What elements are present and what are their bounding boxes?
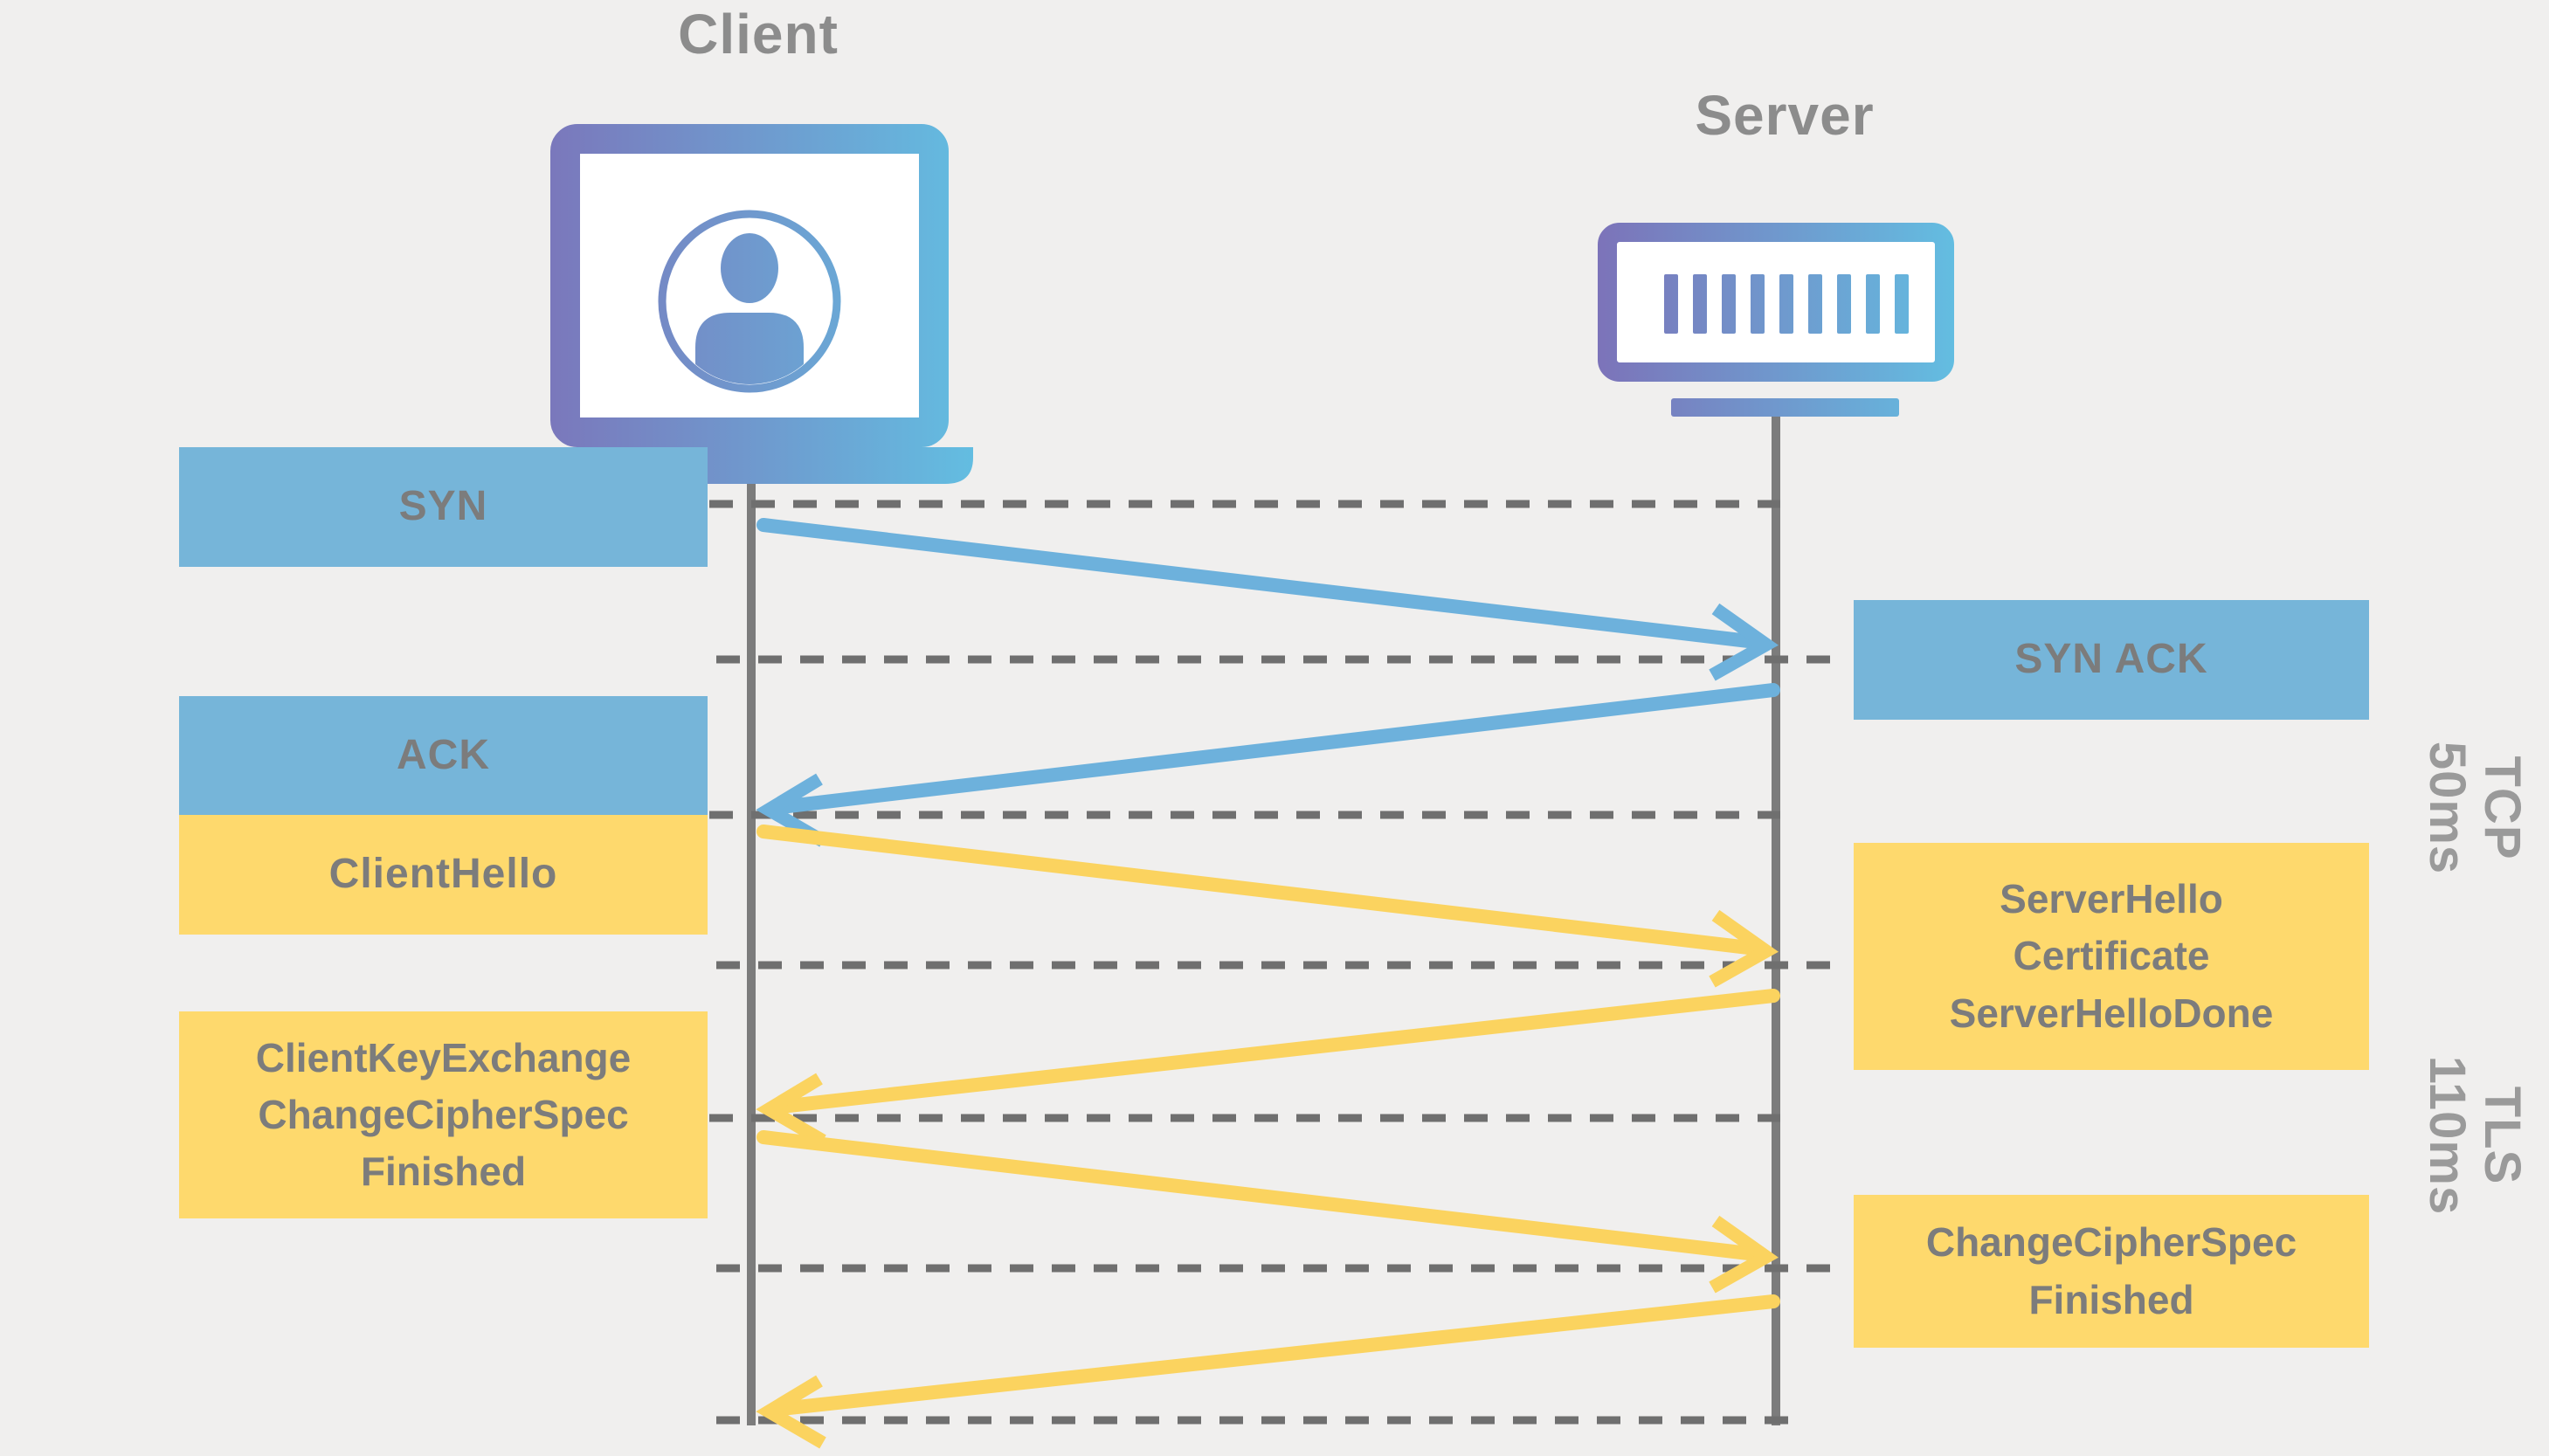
tcp-arrows bbox=[756, 518, 1780, 847]
clienthello-message-box: ClientHello bbox=[179, 815, 708, 935]
tls-arrows bbox=[756, 825, 1780, 1449]
arrow-serverhello-server-to-client bbox=[756, 989, 1780, 1147]
clienthello-label: ClientHello bbox=[328, 851, 558, 898]
tls-phase-label: TLS 110ms bbox=[2404, 1022, 2544, 1249]
changecipherspec-line: ChangeCipherSpec bbox=[1925, 1219, 2297, 1266]
clientkeyexchange-message-box: ClientKeyExchange ChangeCipherSpec Finis… bbox=[179, 1011, 708, 1218]
changecipherspec-line: ChangeCipherSpec bbox=[258, 1091, 629, 1137]
finished-line: Finished bbox=[360, 1149, 527, 1195]
tcp-duration-text: 50ms bbox=[2419, 741, 2476, 875]
user-avatar-icon bbox=[658, 210, 841, 393]
serverhello-line: ServerHello bbox=[2000, 876, 2223, 922]
synack-message-box: SYN ACK bbox=[1854, 600, 2369, 720]
clientkeyexchange-line: ClientKeyExchange bbox=[255, 1034, 632, 1080]
laptop-icon bbox=[522, 124, 973, 484]
timing-dashed-lines bbox=[709, 500, 1848, 1425]
server-icon bbox=[1598, 223, 1954, 417]
arrow-syn-client-to-server bbox=[756, 518, 1779, 681]
syn-message-box: SYN bbox=[179, 447, 708, 567]
arrow-finished-server-to-client bbox=[756, 1294, 1780, 1449]
tls-protocol-text: TLS bbox=[2473, 1086, 2531, 1185]
arrow-clienthello-client-to-server bbox=[756, 825, 1779, 988]
certificate-line: Certificate bbox=[2013, 933, 2210, 979]
syn-label: SYN bbox=[398, 483, 488, 530]
client-heading: Client bbox=[678, 3, 839, 66]
ack-label: ACK bbox=[397, 731, 490, 778]
synack-label: SYN ACK bbox=[2014, 636, 2208, 683]
arrow-clientkeyexchange-client-to-server bbox=[756, 1130, 1779, 1294]
tcp-phase-label: TCP 50ms bbox=[2404, 694, 2544, 921]
changecipherspec-message-box: ChangeCipherSpec Finished bbox=[1854, 1195, 2369, 1348]
serverhello-message-box: ServerHello Certificate ServerHelloDone bbox=[1854, 843, 2369, 1070]
tcp-protocol-text: TCP bbox=[2473, 756, 2531, 860]
tls-duration-text: 110ms bbox=[2419, 1055, 2476, 1216]
ack-message-box: ACK bbox=[179, 696, 708, 815]
serverhellodone-line: ServerHelloDone bbox=[1949, 990, 2274, 1036]
finished-line: Finished bbox=[2028, 1276, 2194, 1322]
server-heading: Server bbox=[1695, 84, 1875, 147]
